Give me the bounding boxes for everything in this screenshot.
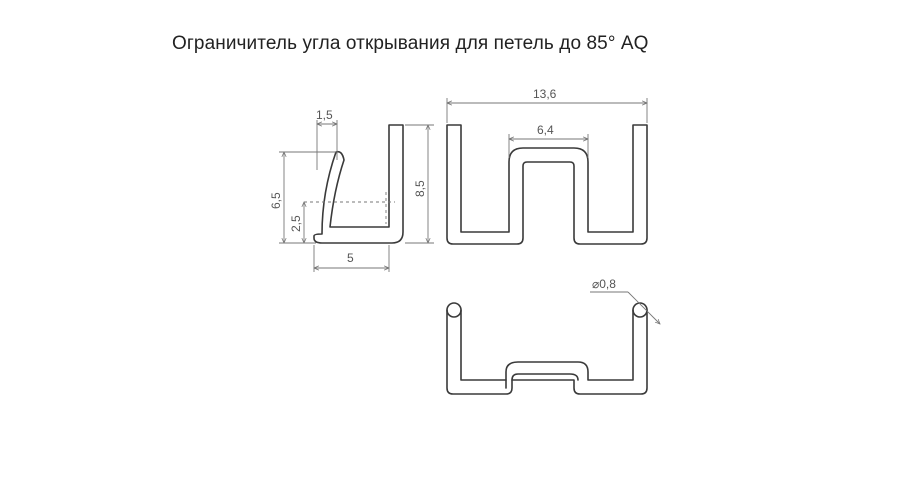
dim-label-2-5: 2,5	[289, 215, 303, 232]
dim-label-1-5: 1,5	[316, 108, 333, 122]
front-wire	[446, 124, 648, 245]
dim-label-6-5: 6,5	[269, 192, 283, 209]
wire-end-right	[632, 302, 648, 318]
side-view: 1,5 6,5 2,5 8,5 5	[269, 108, 434, 272]
dim-label-8-5: 8,5	[413, 180, 427, 197]
side-wire-outer	[313, 124, 404, 244]
dim-label-5: 5	[347, 251, 354, 265]
dim-label-diameter: ⌀0,8	[592, 277, 616, 291]
bottom-wire	[446, 309, 648, 395]
page-title: Ограничитель угла открывания для петель …	[172, 33, 649, 54]
dim-label-13-6: 13,6	[533, 87, 557, 101]
bottom-view: ⌀0,8	[446, 277, 660, 395]
wire-end-left	[446, 302, 462, 318]
dim-label-6-4: 6,4	[537, 123, 554, 137]
front-view: 13,6 6,4	[446, 87, 648, 245]
